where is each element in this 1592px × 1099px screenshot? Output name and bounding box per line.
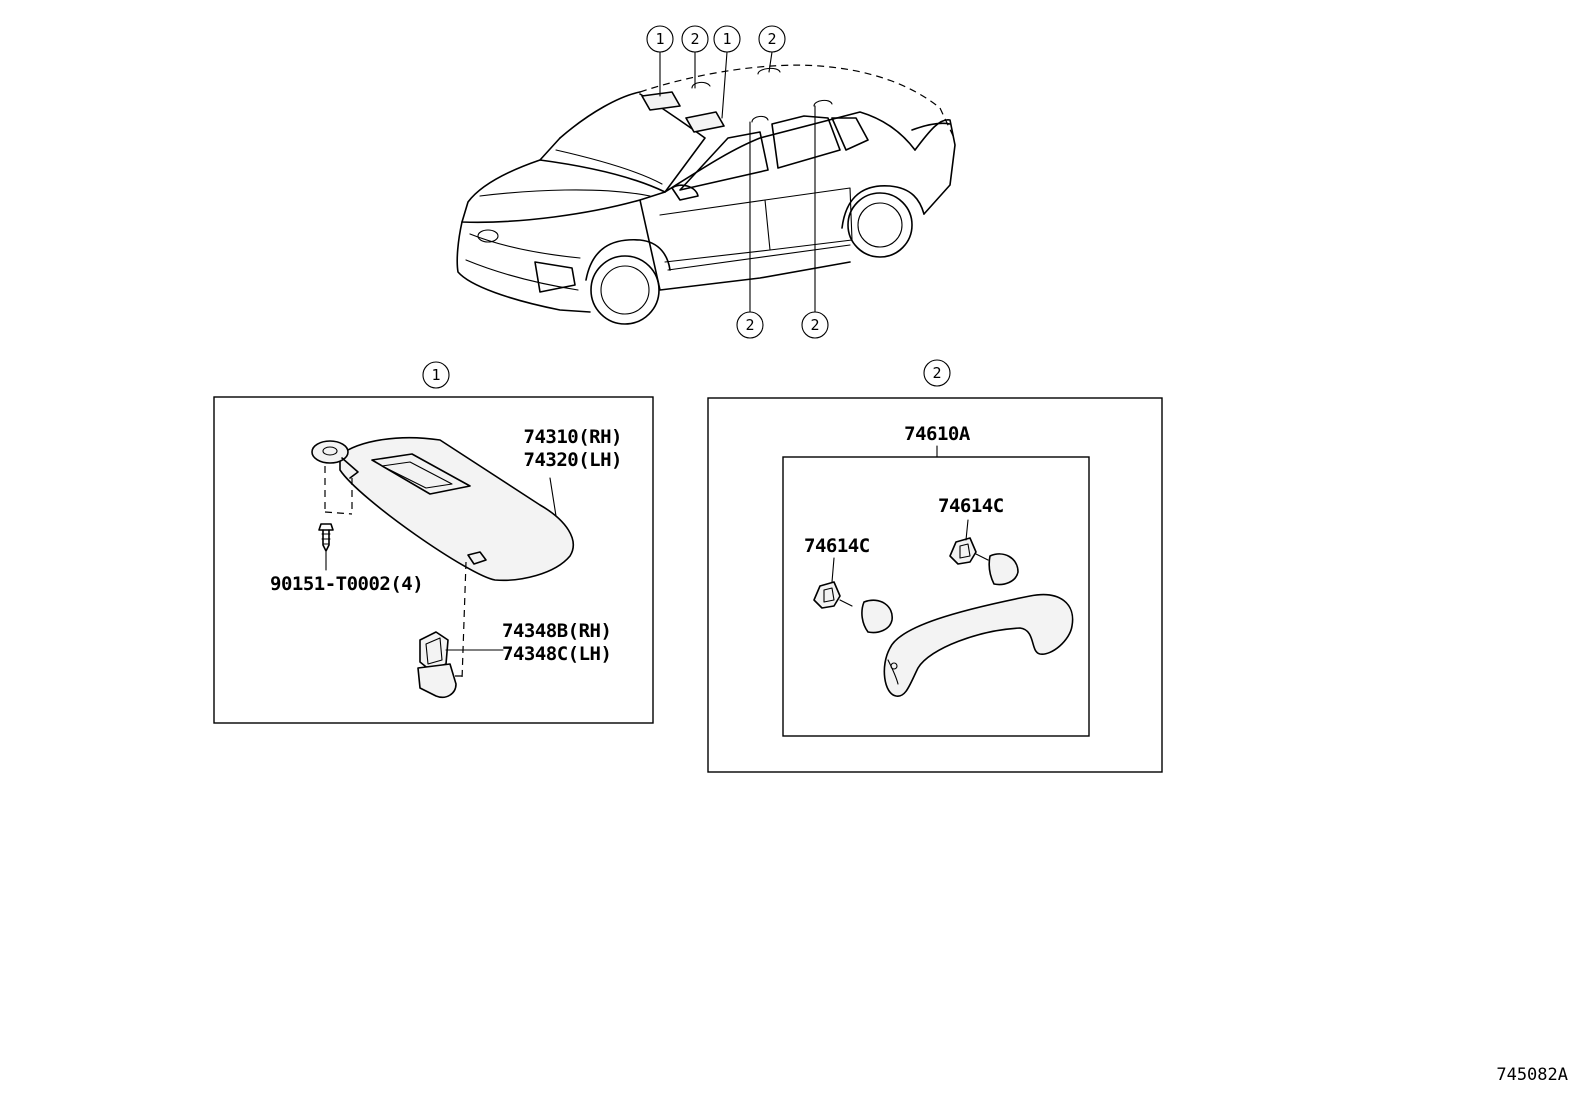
screw-illustration [318, 523, 334, 571]
sun-visor-illustration [311, 436, 575, 681]
svg-text:1: 1 [655, 30, 664, 48]
callout-car-2b: 2 [758, 25, 786, 53]
assist-grip-inner-box [782, 456, 1090, 737]
callout-car-2c: 2 [736, 311, 764, 339]
label-grip-cover-lower: 74614C [804, 535, 870, 557]
callout-car-1a: 1 [646, 25, 674, 53]
callout-section-2: 2 [923, 359, 951, 387]
label-grip-assembly: 74610A [904, 423, 971, 445]
assist-grip-detail-box [707, 397, 1163, 773]
label-grip-cover-upper: 74614C [938, 495, 1004, 517]
svg-text:1: 1 [722, 30, 731, 48]
car-overview-illustration [456, 64, 956, 325]
svg-text:1: 1 [431, 366, 440, 384]
diagram-code: 745082A [1496, 1065, 1568, 1085]
callout-section-1: 1 [422, 361, 450, 389]
callout-car-1b: 1 [713, 25, 741, 53]
sun-visor-leader [549, 477, 557, 517]
label-holder-rh: 74348B(RH) [502, 620, 611, 642]
svg-text:2: 2 [690, 30, 699, 48]
label-visor-rh: 74310(RH) [524, 426, 622, 448]
car-callout-leaders [659, 51, 816, 313]
label-visor-lh: 74320(LH) [524, 449, 622, 471]
visor-holder-illustration [417, 631, 504, 699]
grip-cover-lower-illustration [813, 557, 893, 634]
label-screw: 90151-T0002(4) [270, 573, 423, 595]
svg-text:2: 2 [745, 316, 754, 334]
callout-car-2a: 2 [681, 25, 709, 53]
assist-grip-illustration [883, 593, 1074, 697]
svg-text:2: 2 [810, 316, 819, 334]
svg-text:2: 2 [767, 30, 776, 48]
grip-cover-upper-illustration [949, 519, 1019, 586]
sun-visor-detail-box [213, 396, 654, 724]
svg-text:2: 2 [932, 364, 941, 382]
callout-car-2d: 2 [801, 311, 829, 339]
label-holder-lh: 74348C(LH) [502, 643, 611, 665]
